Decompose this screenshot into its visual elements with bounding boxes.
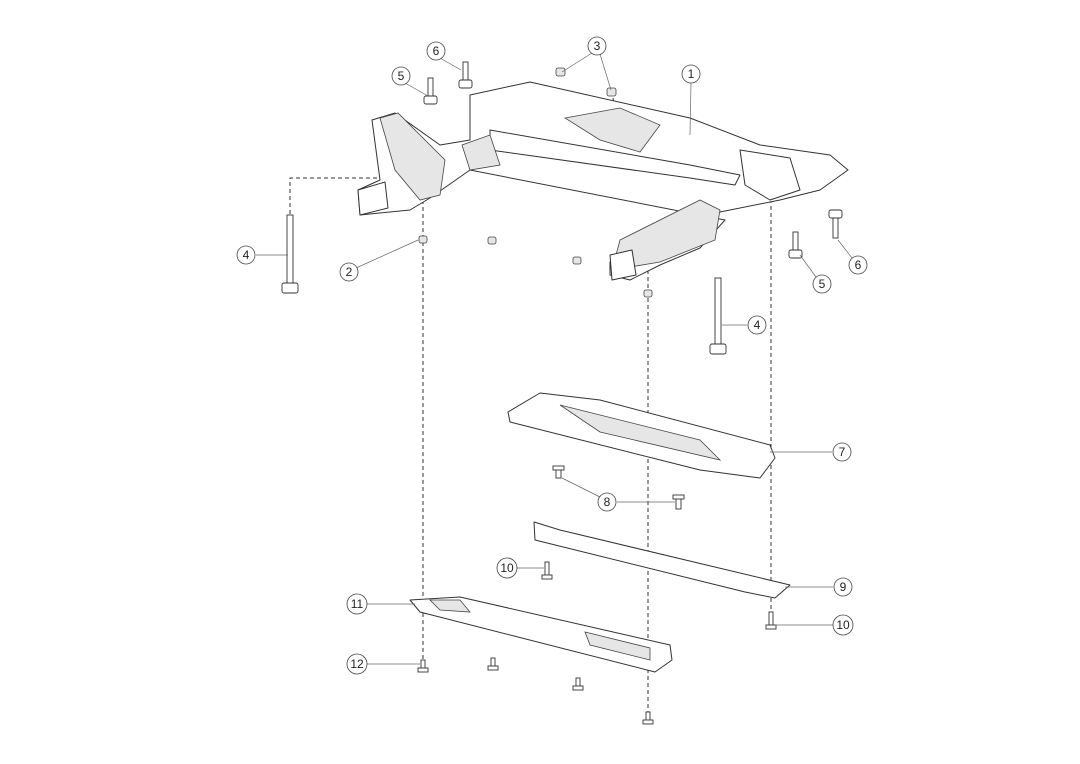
- svg-text:4: 4: [243, 248, 250, 262]
- callout-10-right: 10: [832, 614, 854, 636]
- svg-text:11: 11: [351, 597, 364, 611]
- svg-text:1: 1: [688, 67, 695, 81]
- plate-part-7: [507, 392, 776, 479]
- nuts: [418, 67, 653, 298]
- callout-7: 7: [832, 442, 852, 462]
- svg-text:5: 5: [398, 69, 405, 83]
- svg-text:3: 3: [594, 39, 601, 53]
- short-bolts: [423, 61, 843, 259]
- svg-text:10: 10: [500, 561, 514, 575]
- svg-text:7: 7: [839, 445, 846, 459]
- callout-12: 12: [346, 653, 368, 675]
- callout-2: 2: [339, 262, 359, 282]
- subframe-part-1: [357, 81, 849, 281]
- callout-9: 9: [833, 577, 853, 597]
- callout-4-right: 4: [747, 315, 767, 335]
- callout-6-left: 6: [426, 41, 446, 61]
- shield-part-11: [409, 596, 673, 673]
- callout-11: 11: [346, 593, 368, 615]
- svg-text:4: 4: [754, 318, 761, 332]
- callout-6-right: 6: [848, 255, 868, 275]
- shield-part-9: [533, 521, 791, 599]
- callout-10-left: 10: [496, 557, 518, 579]
- svg-text:8: 8: [604, 495, 611, 509]
- callout-1: 1: [681, 64, 701, 84]
- callout-5-right: 5: [812, 274, 832, 294]
- long-bolts: [281, 214, 727, 355]
- callout-5-left: 5: [391, 66, 411, 86]
- svg-text:5: 5: [819, 277, 826, 291]
- svg-text:9: 9: [840, 580, 847, 594]
- callout-3: 3: [587, 36, 607, 56]
- svg-text:10: 10: [836, 618, 850, 632]
- svg-text:6: 6: [433, 44, 440, 58]
- svg-text:12: 12: [350, 657, 364, 671]
- callout-8: 8: [597, 492, 617, 512]
- callout-4-left: 4: [236, 245, 256, 265]
- svg-text:2: 2: [346, 265, 353, 279]
- svg-text:6: 6: [855, 258, 862, 272]
- small-bolts: [417, 465, 777, 725]
- leader-lines: [256, 52, 853, 665]
